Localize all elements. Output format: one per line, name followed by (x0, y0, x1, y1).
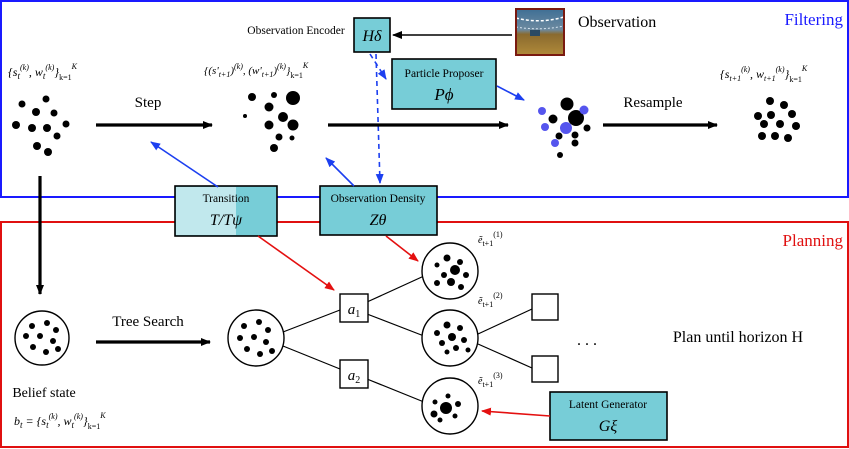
transition-symbol: T/Tψ (210, 212, 243, 229)
transition-to-a1-arrow (257, 235, 335, 291)
e3-label: ẽt+1(3) (478, 371, 503, 389)
encoder-to-density-dashed-arrow (375, 53, 384, 184)
particles-proposed (538, 97, 591, 158)
encoder-to-proposer-dashed-arrow (369, 53, 387, 80)
obs-encoder-box (353, 17, 391, 53)
tree-search-label: Tree Search (112, 314, 184, 330)
step-label: Step (135, 95, 162, 111)
observation-label: Observation (578, 14, 656, 31)
latent-generator-box (549, 391, 668, 441)
action-a1-box (339, 293, 369, 323)
density-to-e1-arrow (385, 235, 419, 262)
leaf-box-top (531, 293, 559, 321)
obs-encoder-label: Observation Encoder (247, 25, 345, 37)
particle-proposer-label: Particle Proposer (405, 68, 484, 80)
plan-until-label: Plan until horizon H (673, 329, 804, 346)
edge-e2-up (477, 308, 533, 335)
e1-label: ẽt+1(1) (478, 230, 503, 248)
transition-to-step-arrow (150, 141, 219, 188)
particle-proposer-symbol: Pϕ (433, 85, 453, 104)
belief-formula: bt = {st(k), wt(k)}k=1K (14, 411, 106, 431)
density-to-weights-arrow (325, 157, 355, 187)
action-a2-box (339, 359, 369, 389)
edge-root-a2 (282, 345, 341, 370)
observation-image (515, 8, 565, 56)
e1-node-circle (421, 242, 479, 300)
filtering-title: Filtering (784, 10, 843, 29)
obs-encoder-symbol: Hδ (362, 28, 383, 45)
edge-e2-down (477, 343, 533, 369)
edge-root-a1 (282, 309, 341, 333)
set-t-label: {st(k), wt(k)}k=1K (8, 62, 78, 82)
root-node-particles (237, 319, 275, 357)
latent-generator-symbol: Gξ (599, 418, 618, 435)
obs-density-symbol: Zθ (370, 212, 387, 229)
e2-particles (434, 321, 471, 355)
belief-label: Belief state (12, 386, 75, 401)
resample-label: Resample (623, 95, 682, 111)
generator-to-e3-arrow (481, 407, 551, 417)
e2-label: ẽt+1(2) (478, 291, 503, 309)
transition-label: Transition (203, 193, 250, 205)
leaf-box-bottom (531, 355, 559, 383)
continuation-dots: . . . (577, 332, 597, 349)
proposer-to-particles-arrow (496, 85, 525, 101)
transition-box-highlight (176, 187, 236, 235)
e3-particles (430, 393, 461, 423)
edge-a1-e1 (366, 275, 425, 303)
set-prime-label: {(s't+1)(k), (w't+1)(k)}k=1K (204, 61, 309, 80)
obs-density-label: Observation Density (331, 193, 426, 205)
particle-proposer-box (391, 58, 497, 110)
edge-a2-e3 (366, 378, 425, 403)
e1-particles (434, 254, 469, 290)
latent-generator-label: Latent Generator (569, 399, 647, 411)
set-t1-label: {st+1(k), wt+1(k)}k=1K (720, 64, 808, 84)
belief-particles (23, 320, 61, 355)
particles-t (12, 95, 70, 156)
particles-prime (243, 91, 300, 152)
particles-t1 (754, 97, 800, 142)
planning-title: Planning (783, 231, 844, 250)
edge-a1-e2 (366, 313, 425, 337)
obs-density-box (319, 185, 438, 236)
